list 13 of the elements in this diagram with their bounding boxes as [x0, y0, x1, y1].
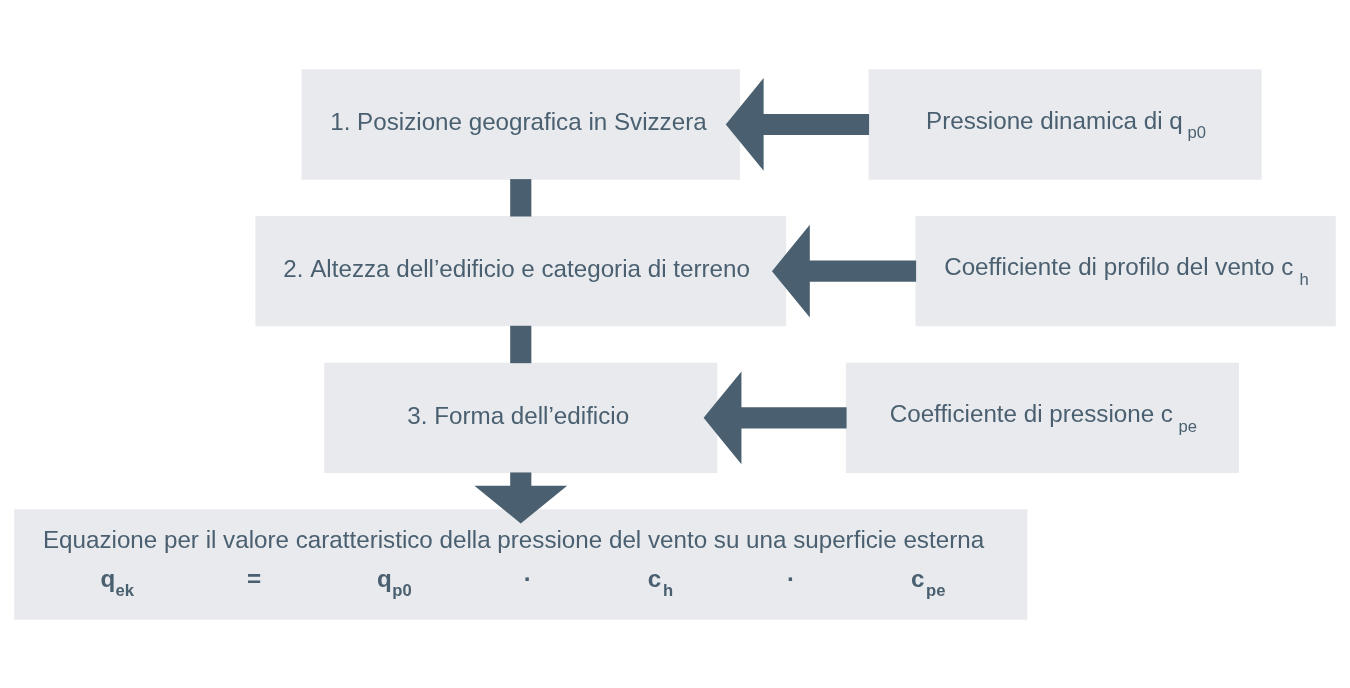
node-box: 3. Forma dell’edificio — [324, 362, 718, 473]
arrow — [771, 224, 917, 318]
node-box: Pressione dinamica di q$_{p0}$ — [868, 68, 1262, 180]
node-box: Equazione per il valore caratteristico della pressione del vento su una superficie esterna q$_{ek}$ = q$_{p0}$ · c$_{h}$ · c$_{pe}$ — [14, 508, 1028, 620]
connector — [510, 325, 532, 363]
node-box: Coefficiente di pressione c$_{pe}$ — [845, 362, 1240, 473]
arrow — [703, 370, 847, 464]
connector — [510, 178, 532, 216]
arrow — [725, 77, 870, 171]
arrow — [474, 471, 568, 523]
node-box: Coefficiente di profilo del vento c$_{h}$ — [915, 215, 1336, 326]
node-box: 2. Altezza dell’edificio e categoria di terreno — [255, 215, 787, 326]
node-box: 1. Posizione geografica in Svizzera — [301, 68, 741, 180]
